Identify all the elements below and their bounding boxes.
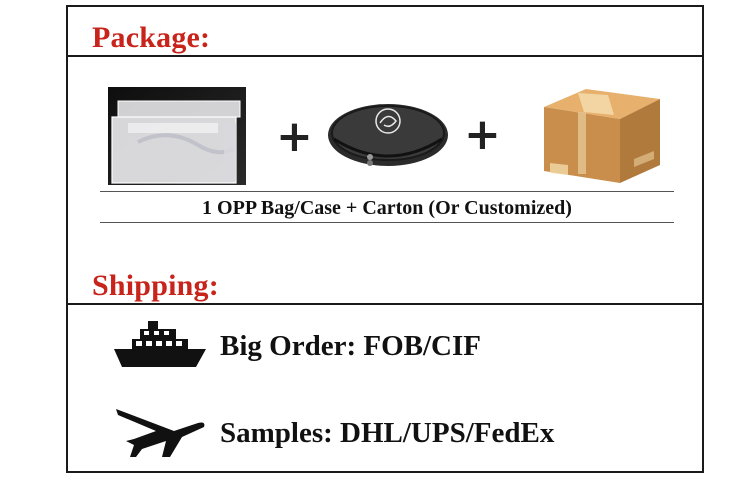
airplane-icon [112,403,208,464]
plus-sign-1: + [276,111,313,162]
carton-box-icon [538,85,664,185]
shipping-row-big-order: Big Order: FOB/CIF [112,319,481,374]
package-divider [68,55,702,57]
samples-label: Samples: DHL/UPS/FedEx [220,417,555,449]
case-icon [326,99,450,171]
info-panel: Package: + [66,5,704,473]
shipping-row-samples: Samples: DHL/UPS/FedEx [112,403,554,464]
shipping-divider [68,303,702,305]
shipping-heading: Shipping: [92,269,219,302]
ship-icon [112,319,208,374]
big-order-label: Big Order: FOB/CIF [220,330,481,362]
plus-sign-2: + [464,109,501,160]
package-heading: Package: [92,21,211,54]
package-caption: 1 OPP Bag/Case + Carton (Or Customized) [100,191,674,223]
opp-bag-icon [108,87,246,185]
